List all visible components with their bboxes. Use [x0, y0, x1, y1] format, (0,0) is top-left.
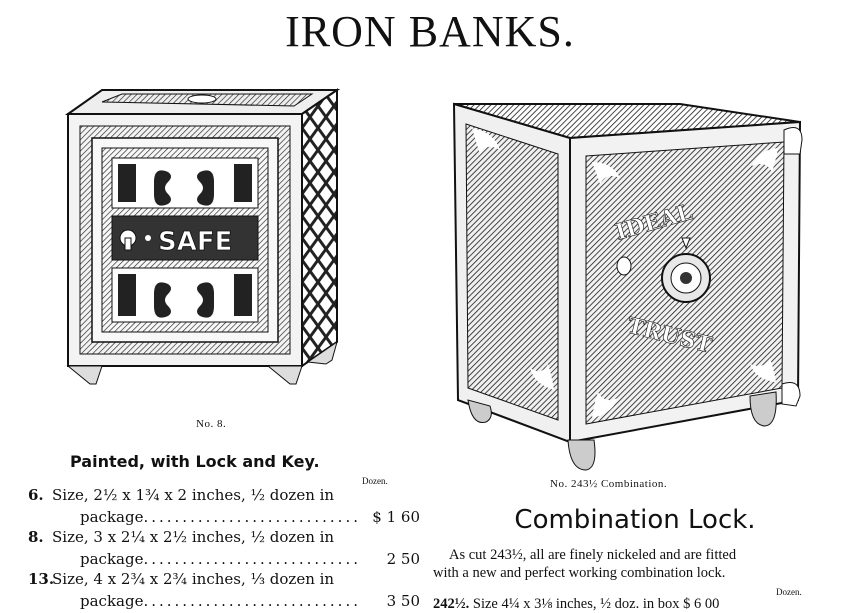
item-description: Size 4¼ x 3⅛ inches, ½ doz. in box — [472, 596, 680, 612]
item-number: 8. — [28, 528, 44, 546]
combination-lock-heading: Combination Lock. — [514, 505, 756, 535]
item-package: package — [80, 550, 144, 568]
price-item-8: 8. Size, 3 x 2¼ x 2½ inches, ½ dozen in p… — [28, 528, 420, 568]
price-item-13: 13.Size, 4 x 2¾ x 2¾ inches, ⅓ dozen in … — [28, 570, 420, 610]
painted-heading: Painted, with Lock and Key. — [70, 452, 320, 471]
left-caption: No. 8. — [196, 418, 227, 430]
item-description: Size, 3 x 2¼ x 2½ inches, ½ dozen in — [52, 528, 335, 546]
item-price: $ 1 60 — [372, 508, 420, 526]
dozen-label-right: Dozen. — [776, 587, 802, 597]
item-number: 6. — [28, 486, 44, 504]
item-number: 13. — [28, 570, 55, 588]
item-price: 2 50 — [386, 550, 420, 568]
description-line: with a new and perfect working combinati… — [433, 565, 726, 581]
description-line: As cut 243½, all are finely nickeled and… — [449, 547, 737, 563]
iron-safe-bank-no8-illustration: SAFE — [64, 88, 341, 385]
price-item-242: 242½. Size 4¼ x 3⅛ inches, ½ doz. in box… — [433, 596, 833, 613]
dozen-label-left: Dozen. — [362, 476, 388, 486]
item-description: Size, 2½ x 1¾ x 2 inches, ½ dozen in — [52, 486, 335, 504]
safe-lettering: SAFE — [158, 227, 232, 257]
item-package: package — [80, 508, 144, 526]
item-package: package — [80, 592, 144, 610]
page-title: IRON BANKS. — [285, 7, 575, 56]
item-price: $ 6 00 — [683, 596, 720, 612]
item-number: 242½. — [433, 596, 470, 612]
item-description: Size, 4 x 2¾ x 2¾ inches, ⅓ dozen in — [52, 570, 335, 588]
combination-description: As cut 243½, all are finely nickeled and… — [433, 546, 833, 582]
price-item-6: 6. Size, 2½ x 1¾ x 2 inches, ½ dozen in p… — [28, 486, 420, 526]
combination-safe-243-illustration: IDEAL TRUST — [452, 102, 803, 471]
item-price: 3 50 — [386, 592, 420, 610]
right-caption: No. 243½ Combination. — [550, 478, 668, 490]
